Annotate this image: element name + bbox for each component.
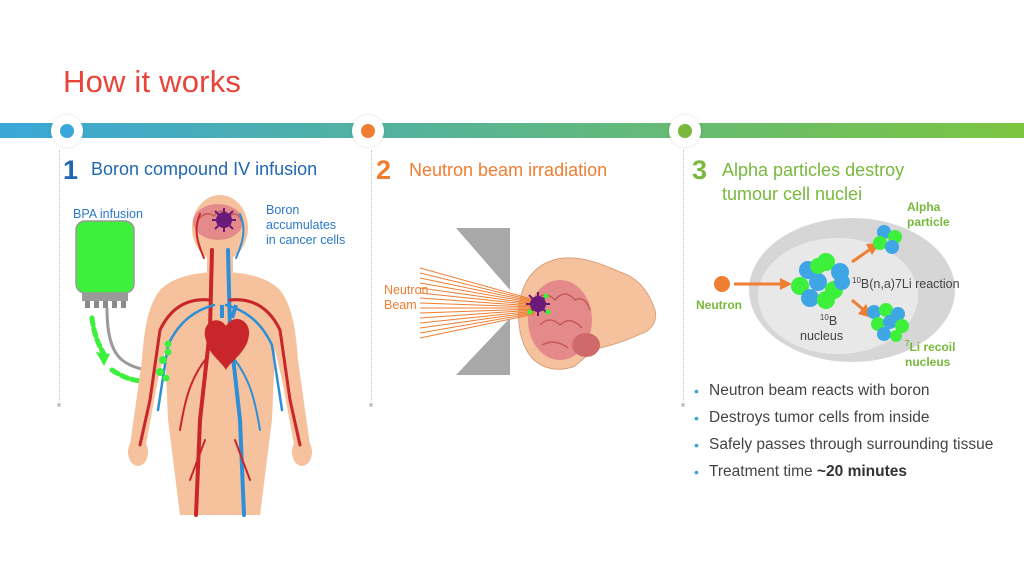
nucleus-line2: nucleus [800,329,844,344]
list-item: • Destroys tumor cells from inside [693,408,1003,428]
divider-1 [59,150,60,404]
bullet-text: Destroys tumor cells from inside [709,409,930,426]
bullet-dot-icon: • [694,464,699,480]
reaction-illustration [714,218,955,362]
step-3-title-line2: tumour cell nuclei [722,184,863,204]
boron-nucleus-label: 10B nucleus [800,310,843,344]
list-item: • Treatment time ~20 minutes [693,462,1003,482]
benefits-list: • Neutron beam reacts with boron • Destroy… [693,381,1003,489]
step-3-title: Alpha particles destroy tumour cell nucl… [722,158,904,206]
divider-3-end [681,403,685,407]
bullet-text: Safely passes through surrounding tissue [709,436,994,453]
step-3-number: 3 [692,155,708,185]
step-3-title-line1: Alpha particles destroy [722,160,905,180]
brain-tumor-icon [212,208,236,232]
li-recoil-label: 7Li recoil nucleus [905,336,955,370]
list-item: • Neutron beam reacts with boron [693,381,1003,401]
body-circulation-illustration [75,195,312,517]
boron-nucleus-icon [791,253,850,309]
li-sup: 7 [905,339,910,348]
heart-icon [204,304,250,370]
divider-3 [683,150,684,404]
step-2-number: 2 [376,155,392,185]
reaction-sup: 10 [852,276,861,285]
nucleus-sup: 10 [819,313,829,322]
alpha-label-line1: Alpha [907,200,941,214]
alpha-label-line2: particle [907,215,950,229]
step-2-marker-dot [361,124,375,138]
step-3-marker-dot [678,124,692,138]
li-line2: nucleus [905,355,951,369]
bullet-text: Treatment time [709,463,817,480]
nucleus-line1: B [828,314,838,329]
step-2-marker [352,115,384,147]
neutron-beam-label: Neutron Beam [384,283,428,313]
step-1-marker-dot [60,124,74,138]
step-2-title: Neutron beam irradiation [409,160,608,180]
divider-2-end [369,403,373,407]
alpha-particle-icon [873,225,902,254]
divider-2 [371,150,372,404]
collimator-icon [456,228,510,375]
li-line1: Li recoil [909,340,956,354]
bullet-dot-icon: • [694,410,699,426]
step-1-number: 1 [63,155,79,185]
iv-bag-icon [75,220,135,308]
li-recoil-nucleus-icon [867,303,909,342]
beam-label-line1: Neutron [384,283,429,297]
bullet-bold-text: ~20 minutes [816,463,907,480]
boron-accumulates-label: Boron accumulates in cancer cells [266,203,345,248]
divider-1-end [57,403,61,407]
boron-dots [156,340,172,382]
alpha-particle-label: Alpha particle [907,200,950,230]
bullet-dot-icon: • [694,437,699,453]
neutron-particle-icon [714,276,730,292]
boron-label-line3: in cancer cells [266,233,346,247]
beam-label-line2: Beam [384,298,417,312]
neutron-label: Neutron [696,298,742,312]
step-3-marker [669,115,701,147]
head-tumor-icon [526,292,551,316]
bullet-dot-icon: • [694,383,699,399]
reaction-label: 10B(n,a)7Li reaction [852,276,960,291]
beam-lines [420,267,536,339]
reaction-text: B(n,a)7Li reaction [860,277,960,292]
progress-bar [0,123,1024,138]
list-item: • Safely passes through surrounding tissu… [693,435,1003,455]
blood-vessels [138,213,302,517]
page-title: How it works [63,64,242,99]
boron-label-line2: accumulates [266,218,337,232]
step-1-marker [51,115,83,147]
bpa-infusion-label: BPA infusion [73,207,143,221]
boron-label-line1: Boron [266,203,300,217]
step-1-title: Boron compound IV infusion [91,159,318,179]
neutron-beam-illustration [420,228,657,375]
bullet-text: Neutron beam reacts with boron [709,382,930,399]
